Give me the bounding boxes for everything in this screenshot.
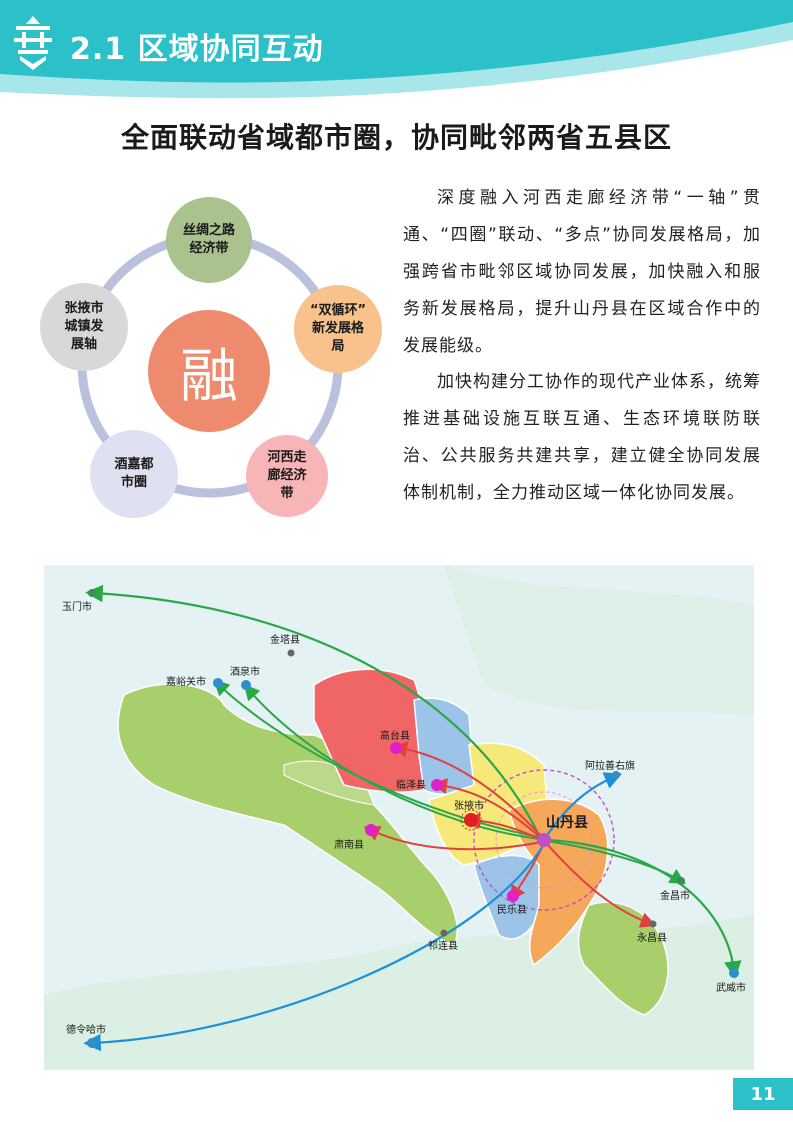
arrow-to-zhangye <box>464 812 543 841</box>
arrow-to-wuwei <box>546 838 742 979</box>
arrow-to-yumen <box>85 584 540 836</box>
arrow-to-jinchang <box>546 840 686 885</box>
map-region-blue-2 <box>473 854 540 940</box>
map-region-orange <box>508 798 609 967</box>
node-hexi-corridor: 河西走 廊经济 带 <box>246 435 328 517</box>
node-dual-circulation: “双循环” 新发展格 局 <box>294 285 382 373</box>
paragraph-1: 深度融入河西走廊经济带“一轴”贯通、“四圈”联动、“多点”协同发展格局，加强跨省… <box>403 188 761 356</box>
label-jiayuguan: 嘉峪关市 <box>166 675 206 688</box>
label-minle: 民乐县 <box>497 904 527 916</box>
label-shandan: 山丹县 <box>546 815 588 831</box>
arrow-to-linze <box>431 778 543 840</box>
node-silk-road: 丝绸之路 经济带 <box>166 197 252 283</box>
label-qilian: 祁连县 <box>428 939 458 952</box>
label-alashan: 阿拉善右旗 <box>585 759 635 772</box>
node-zhangye-axis: 张掖市 城镇发 展轴 <box>40 283 128 371</box>
header-wave-background <box>0 0 793 99</box>
label-linze: 临泽县 <box>396 778 426 791</box>
arrow-to-jiuquan <box>243 683 540 840</box>
arrow-to-gaotai <box>391 741 543 838</box>
label-jinchang: 金昌市 <box>660 889 690 902</box>
label-jiuquan: 酒泉市 <box>230 665 260 678</box>
center-node-rong: 融 <box>148 310 270 432</box>
label-yongchang: 永昌县 <box>637 931 667 944</box>
node-jiujia-metro: 酒嘉都 市圈 <box>90 430 178 518</box>
arrow-to-delingha <box>83 843 545 1052</box>
regional-map: 玉门市 金塔县 嘉峪关市 酒泉市 高台县 临泽县 张掖市 肃南县 民乐县 山丹县… <box>44 565 754 1070</box>
arrow-to-yongchang <box>545 842 657 928</box>
page-number: 11 <box>733 1078 793 1110</box>
label-yumen: 玉门市 <box>62 600 92 613</box>
section-title: 2.1 区域协同互动 <box>70 32 324 67</box>
arrow-to-alashan <box>545 772 623 838</box>
map-region-green-2 <box>283 760 375 806</box>
integration-diagram: 融 丝绸之路 经济带 “双循环” 新发展格 局 河西走 廊经济 带 酒嘉都 市圈… <box>30 185 390 535</box>
label-gaotai: 高台县 <box>380 729 410 742</box>
page-header: 2.1 区域协同互动 <box>0 0 793 100</box>
map-svg: 玉门市 金塔县 嘉峪关市 酒泉市 高台县 临泽县 张掖市 肃南县 民乐县 山丹县… <box>44 565 754 1070</box>
label-zhangye: 张掖市 <box>454 799 484 812</box>
label-delingha: 德令哈市 <box>66 1023 106 1036</box>
label-wuwei: 武威市 <box>716 981 746 994</box>
label-jinta: 金塔县 <box>270 633 300 646</box>
paragraph-2: 加快构建分工协作的现代产业体系，统筹推进基础设施互联互通、生态环境联防联治、公共… <box>403 372 761 503</box>
arrow-to-sunan <box>363 826 543 851</box>
county-logo-icon <box>10 14 56 74</box>
page-headline: 全面联动省域都市圈，协同毗邻两省五县区 <box>120 121 672 154</box>
label-sunan: 肃南县 <box>334 838 364 851</box>
